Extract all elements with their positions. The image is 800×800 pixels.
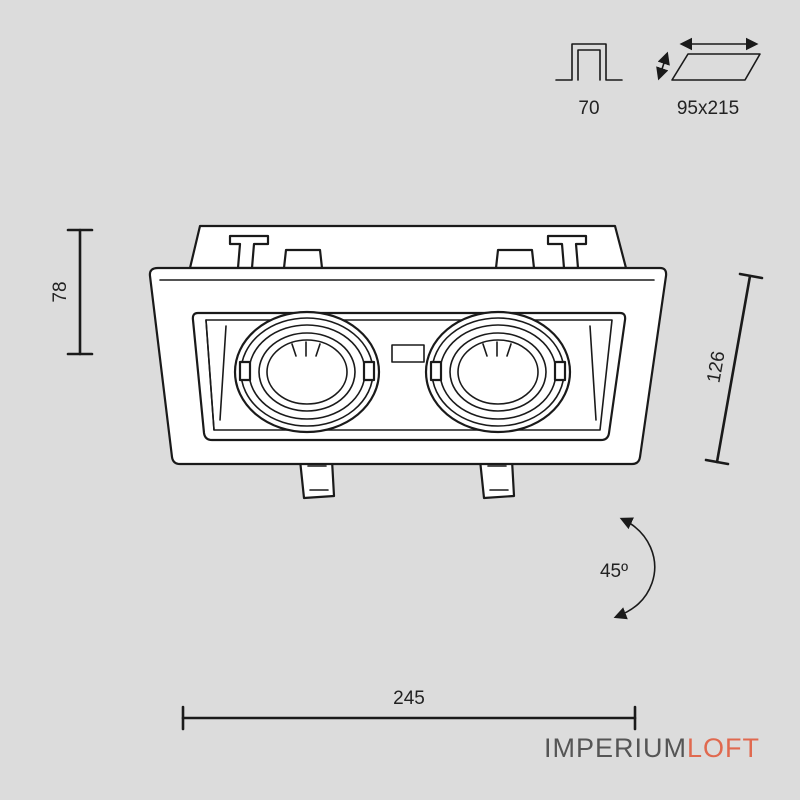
lens-module-left	[233, 310, 381, 434]
brand-logo: IMPERIUMLOFT	[544, 733, 760, 764]
width-label: 245	[393, 688, 425, 709]
height-dimension	[66, 228, 94, 356]
rear-housing	[188, 224, 628, 270]
depth-label: 126	[703, 350, 729, 385]
height-label: 78	[50, 281, 71, 302]
fixture	[148, 224, 668, 500]
brand-part2: LOFT	[686, 733, 760, 763]
cutout-depth-icon	[555, 43, 623, 81]
cutout-size-icon	[656, 37, 761, 81]
brand-part1: IMPERIUM	[543, 733, 687, 763]
cutout-size-label: 95x215	[677, 98, 739, 119]
cutout-depth-label: 70	[578, 98, 599, 119]
rear-tab-right	[494, 248, 536, 270]
width-dimension	[181, 705, 637, 731]
rotation-label: 45º	[600, 561, 628, 582]
depth-dimension	[704, 272, 764, 466]
lens-module-right	[424, 310, 572, 434]
rotation-arrow	[613, 517, 656, 620]
rear-tab-left	[282, 248, 324, 270]
